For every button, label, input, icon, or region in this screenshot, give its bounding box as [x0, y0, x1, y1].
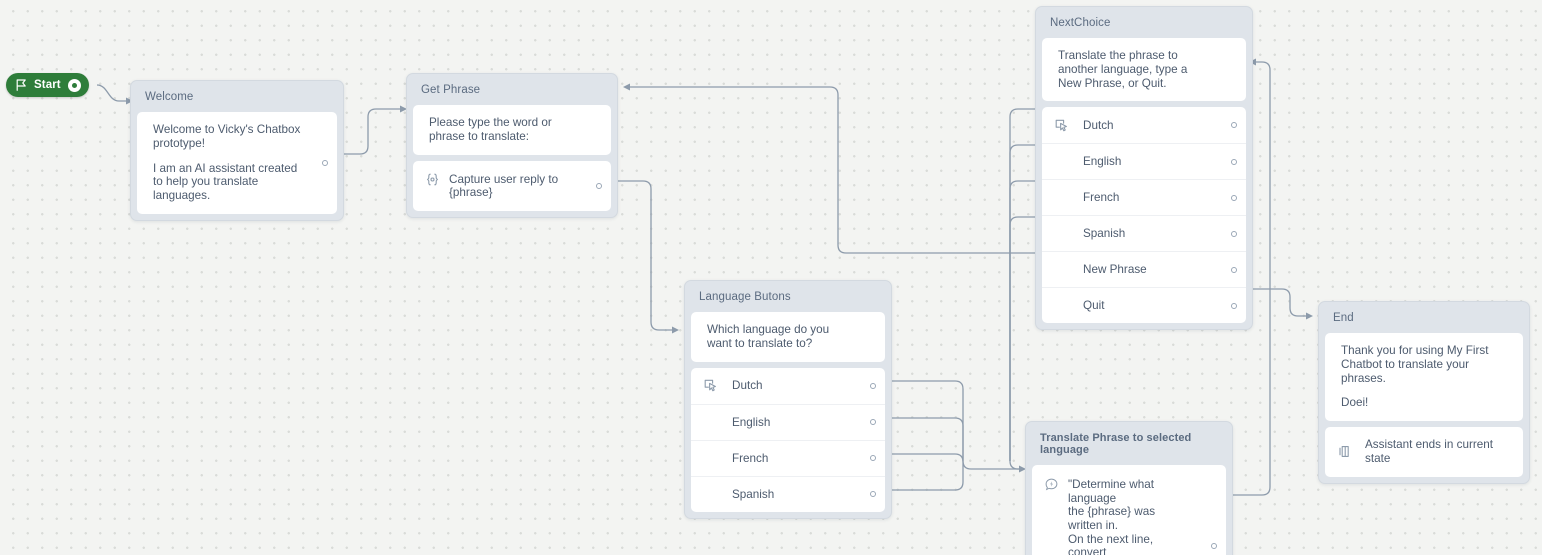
- start-node[interactable]: Start: [6, 73, 89, 97]
- next-choice-message: Translate the phrase to another language…: [1058, 49, 1188, 90]
- button-port[interactable]: [1231, 230, 1237, 237]
- button-port[interactable]: [870, 419, 876, 426]
- edge-newphrase-to-getphrase: [623, 83, 1041, 254]
- translate-prompt-card[interactable]: "Determine what language the {phrase} wa…: [1032, 465, 1226, 555]
- button-click-icon: [1055, 119, 1073, 132]
- language-butons-list[interactable]: Dutch English French Spanish: [691, 367, 885, 512]
- button-label: Dutch: [1083, 118, 1114, 132]
- exit-state-icon: [1338, 445, 1351, 458]
- welcome-message-card[interactable]: Welcome to Vicky's Chatbox prototype! I …: [137, 112, 337, 214]
- edge-getphrase-to-languagebutons: [608, 180, 679, 334]
- button-port[interactable]: [1231, 302, 1237, 309]
- button-row-english[interactable]: English: [691, 403, 885, 440]
- button-port[interactable]: [870, 382, 876, 389]
- button-port[interactable]: [1231, 158, 1237, 165]
- button-label: Spanish: [732, 487, 775, 501]
- edge-welcome-to-getphrase: [336, 105, 407, 155]
- welcome-message-line-1: Welcome to Vicky's Chatbox prototype!: [153, 123, 301, 150]
- end-state-card[interactable]: Assistant ends in current state: [1325, 427, 1523, 477]
- output-port[interactable]: [596, 182, 602, 189]
- button-port[interactable]: [870, 455, 876, 462]
- button-row-french[interactable]: French: [1042, 179, 1246, 215]
- button-row-new-phrase[interactable]: New Phrase: [1042, 251, 1246, 287]
- node-title: End: [1333, 312, 1354, 324]
- button-row-spanish[interactable]: Spanish: [1042, 215, 1246, 251]
- start-port[interactable]: [67, 78, 81, 92]
- button-port[interactable]: [1231, 122, 1237, 129]
- get-phrase-message-card[interactable]: Please type the word or phrase to transl…: [413, 105, 611, 155]
- button-label: French: [1083, 191, 1120, 205]
- button-port[interactable]: [870, 491, 876, 498]
- node-title: Language Butons: [699, 291, 791, 303]
- next-choice-list[interactable]: Dutch English French Spanish New Phrase …: [1042, 107, 1246, 324]
- start-label: Start: [34, 79, 61, 91]
- button-label: New Phrase: [1083, 263, 1147, 277]
- button-port[interactable]: [1231, 266, 1237, 273]
- node-title: Get Phrase: [421, 84, 481, 96]
- node-title: NextChoice: [1050, 17, 1111, 29]
- end-message-card[interactable]: Thank you for using My First Chatbot to …: [1325, 333, 1523, 422]
- edge-lang-dutch-to-translate: [892, 380, 1026, 473]
- language-butons-message: Which language do you want to translate …: [707, 323, 830, 350]
- get-phrase-message: Please type the word or phrase to transl…: [429, 116, 552, 143]
- prompt-line-3: On the next line, convert: [1068, 532, 1154, 555]
- end-message-line-1: Thank you for using My First Chatbot to …: [1341, 344, 1489, 385]
- node-language-butons[interactable]: Language Butons Which language do you wa…: [684, 280, 892, 519]
- welcome-message-line-2: I am an AI assistant created to help you…: [153, 161, 298, 203]
- node-title: Welcome: [145, 91, 194, 103]
- flag-icon: [16, 79, 27, 91]
- button-label: English: [732, 415, 771, 429]
- node-title: Translate Phrase to selected language: [1040, 432, 1192, 456]
- translate-prompt-text: "Determine what language the {phrase} wa…: [1068, 477, 1190, 555]
- prompt-line-2: the {phrase} was written in.: [1068, 505, 1156, 533]
- edge-start-to-welcome: [96, 84, 133, 105]
- end-state-label: Assistant ends in current state: [1365, 438, 1493, 465]
- button-port[interactable]: [1231, 194, 1237, 201]
- node-welcome[interactable]: Welcome Welcome to Vicky's Chatbox proto…: [130, 80, 344, 221]
- output-port[interactable]: [322, 159, 328, 166]
- next-choice-message-card[interactable]: Translate the phrase to another language…: [1042, 38, 1246, 102]
- language-butons-message-card[interactable]: Which language do you want to translate …: [691, 312, 885, 362]
- button-label: French: [732, 451, 769, 465]
- button-label: Dutch: [732, 379, 763, 393]
- node-translate-phrase[interactable]: Translate Phrase to selected language "D…: [1025, 421, 1233, 555]
- edge-lang-english-to-translate: [892, 417, 964, 461]
- output-port[interactable]: [1211, 542, 1217, 549]
- node-end[interactable]: End Thank you for using My First Chatbot…: [1318, 301, 1530, 484]
- button-row-dutch[interactable]: Dutch: [691, 368, 885, 404]
- button-label: Quit: [1083, 299, 1105, 313]
- button-row-quit[interactable]: Quit: [1042, 287, 1246, 323]
- prompt-line-1: "Determine what language: [1068, 478, 1154, 505]
- end-message-line-2: Doei!: [1341, 396, 1369, 410]
- button-click-icon: [704, 379, 722, 392]
- button-row-spanish[interactable]: Spanish: [691, 475, 885, 512]
- ai-bubble-icon: [1045, 477, 1058, 491]
- node-get-phrase[interactable]: Get Phrase Please type the word or phras…: [406, 73, 618, 219]
- button-label: Spanish: [1083, 227, 1126, 241]
- capture-variable-icon: [426, 172, 439, 186]
- capture-variable-label: Capture user reply to {phrase}: [449, 172, 559, 200]
- button-row-english[interactable]: English: [1042, 143, 1246, 179]
- get-phrase-capture-card[interactable]: Capture user reply to {phrase}: [413, 160, 611, 212]
- button-row-french[interactable]: French: [691, 439, 885, 476]
- node-next-choice[interactable]: NextChoice Translate the phrase to anoth…: [1035, 6, 1253, 331]
- edge-lang-spanish-to-translate: [892, 469, 964, 491]
- button-label: English: [1083, 155, 1122, 169]
- edge-lang-french-to-translate: [892, 453, 964, 469]
- button-row-dutch[interactable]: Dutch: [1042, 107, 1246, 143]
